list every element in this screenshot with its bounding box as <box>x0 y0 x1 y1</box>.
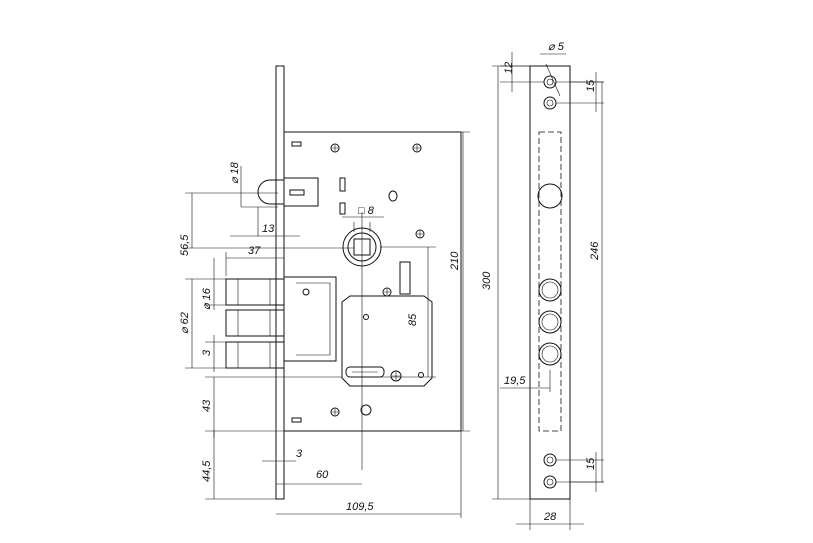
dimension-labels: ⌀ 5 12 15 300 246 19,5 15 28 ⌀ 18 13 □ 8… <box>179 41 601 523</box>
label-screw-span: 246 <box>589 241 601 261</box>
case-screws <box>302 143 425 417</box>
spindle-hub <box>342 212 382 470</box>
label-case-height: 210 <box>449 251 461 271</box>
left-dimension-lines <box>185 131 470 518</box>
dead-bolts <box>225 278 285 369</box>
label-screw-spacing-top: 15 <box>585 79 597 92</box>
case-outline-dashed <box>538 131 562 432</box>
label-case-width: 109,5 <box>346 501 374 513</box>
label-plate-inset: 19,5 <box>504 375 526 387</box>
latch-bolt <box>257 177 319 207</box>
label-latch-to-spindle: 56,5 <box>179 234 191 256</box>
label-keyhole-bottom: 43 <box>201 399 213 412</box>
keyhole-plate <box>341 295 433 416</box>
label-plate-length: 300 <box>481 271 493 290</box>
label-spindle-square: □ 8 <box>358 205 375 217</box>
label-d-latch: ⌀ 18 <box>229 161 241 184</box>
label-bottom-offset: 44,5 <box>201 460 213 482</box>
face-plate-outline <box>529 65 571 500</box>
label-spindle-to-keyhole: 85 <box>407 313 419 326</box>
label-bolt-gap: 3 <box>201 349 213 356</box>
face-plate <box>275 65 285 500</box>
label-screw-spacing-bottom: 15 <box>585 457 597 470</box>
lock-side-view <box>185 65 470 518</box>
label-d-cyl-hole: ⌀ 5 <box>548 41 565 53</box>
label-plate-edge: 3 <box>296 448 303 460</box>
label-d-bolt: ⌀ 16 <box>201 287 213 310</box>
label-plate-width: 28 <box>543 511 557 523</box>
label-latch-throw: 13 <box>262 223 275 235</box>
label-top-offset: 12 <box>503 62 515 74</box>
label-backset: 60 <box>316 469 329 481</box>
label-bolt-span: ⌀ 62 <box>179 312 191 334</box>
label-bolt-throw: 37 <box>248 245 261 257</box>
right-dimension-lines <box>492 52 604 530</box>
face-plate-front-view <box>492 52 604 530</box>
